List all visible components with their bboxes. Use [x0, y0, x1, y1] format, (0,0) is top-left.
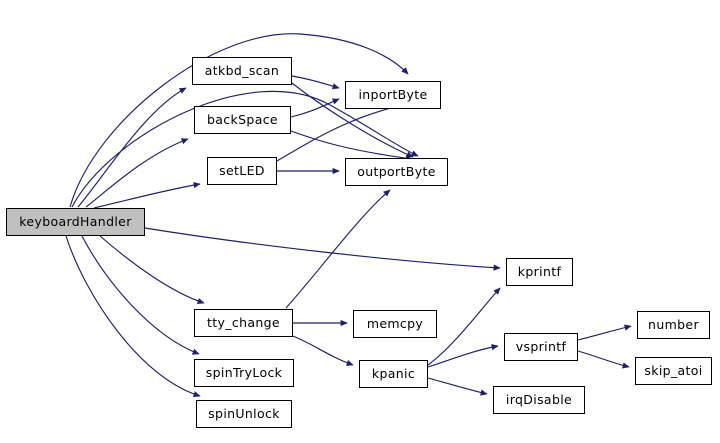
graph-node-label: tty_change	[207, 314, 280, 330]
graph-node-memcpy[interactable]: memcpy	[353, 310, 437, 338]
edge-vsprintf-to-skip_atoi	[577, 350, 630, 369]
graph-node-label: outportByte	[357, 163, 436, 179]
edge-backSpace-to-inportByte	[290, 98, 340, 118]
edge-backSpace-to-outportByte	[290, 130, 413, 162]
graph-node-atkbd_scan[interactable]: atkbd_scan	[192, 57, 292, 85]
edge-keyboardHandler-to-backSpace	[85, 138, 189, 208]
graph-node-label: atkbd_scan	[204, 62, 280, 78]
graph-node-kprintf[interactable]: kprintf	[506, 258, 573, 286]
graph-node-keyboardHandler[interactable]: keyboardHandler	[6, 208, 145, 236]
edge-setLED-to-inportByte	[276, 100, 417, 162]
graph-node-setLED[interactable]: setLED	[207, 157, 277, 185]
graph-node-spinUnlock[interactable]: spinUnlock	[196, 400, 292, 428]
graph-node-label: spinTryLock	[205, 364, 283, 380]
edge-kpanic-to-irqDisable	[427, 377, 488, 396]
edge-keyboardHandler-to-spinTryLock	[81, 235, 200, 355]
graph-node-label: irqDisable	[505, 391, 573, 407]
graph-node-backSpace[interactable]: backSpace	[194, 106, 291, 134]
edge-kpanic-to-kprintf	[427, 287, 501, 366]
graph-node-vsprintf[interactable]: vsprintf	[504, 333, 578, 361]
graph-node-tty_change[interactable]: tty_change	[194, 309, 293, 337]
graph-node-irqDisable[interactable]: irqDisable	[493, 386, 585, 414]
graph-node-number[interactable]: number	[637, 311, 710, 339]
graph-node-inportByte[interactable]: inportByte	[345, 81, 441, 109]
graph-node-label: skip_atoi	[644, 362, 703, 378]
edge-keyboardHandler-to-atkbd_scan	[77, 87, 187, 208]
graph-node-kpanic[interactable]: kpanic	[359, 360, 428, 388]
graph-node-label: vsprintf	[515, 338, 567, 354]
edge-tty_change-to-kpanic	[292, 335, 354, 366]
graph-node-label: memcpy	[366, 315, 424, 331]
edge-tty_change-to-outportByte	[285, 189, 391, 309]
edge-keyboardHandler-to-kprintf	[144, 227, 501, 271]
edge-atkbd_scan-to-inportByte	[291, 75, 340, 90]
edge-keyboardHandler-to-spinUnlock	[65, 235, 201, 398]
graph-node-spinTryLock[interactable]: spinTryLock	[194, 359, 294, 387]
edge-kpanic-to-vsprintf	[427, 344, 499, 368]
graph-node-label: spinUnlock	[208, 405, 280, 421]
graph-node-label: backSpace	[207, 111, 278, 127]
graph-node-label: number	[648, 316, 699, 332]
graph-node-label: inportByte	[358, 86, 428, 102]
graph-node-label: setLED	[219, 162, 265, 178]
edge-keyboardHandler-to-setLED	[93, 181, 201, 209]
graph-node-label: kpanic	[371, 365, 416, 381]
graph-node-label: keyboardHandler	[19, 213, 132, 229]
graph-node-label: kprintf	[517, 263, 562, 279]
graph-node-skip_atoi[interactable]: skip_atoi	[635, 357, 712, 385]
edge-vsprintf-to-number	[577, 324, 632, 341]
graph-node-outportByte[interactable]: outportByte	[345, 158, 448, 186]
edge-keyboardHandler-to-tty_change	[99, 235, 205, 305]
